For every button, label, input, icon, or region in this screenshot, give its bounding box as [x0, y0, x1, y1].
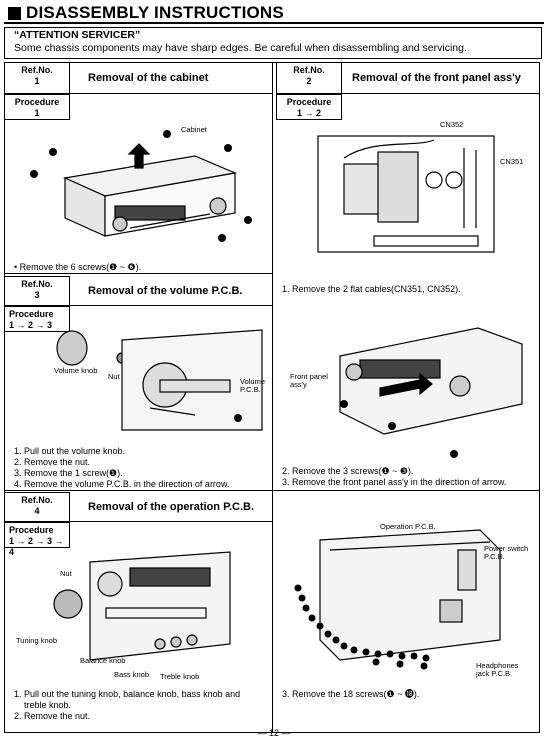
label-balance-knob: Balance knob	[80, 656, 126, 665]
step-text: 2. Remove the 3 screws(❶ ~ ❸).	[282, 466, 414, 476]
ref-box-4: Ref.No. 4	[4, 492, 70, 522]
label-front-panel: Front panel	[290, 372, 328, 381]
section-title-2: Removal of the front panel ass'y	[352, 72, 521, 84]
page-title: DISASSEMBLY INSTRUCTIONS	[26, 3, 284, 22]
procedure-label: Procedure	[9, 309, 54, 319]
label-nut: Nut	[108, 372, 120, 381]
procedure-label: Procedure	[9, 525, 54, 535]
ref-label: Ref.No.	[21, 495, 53, 505]
ref-box-3: Ref.No. 3	[4, 276, 70, 306]
header-square-icon	[8, 6, 21, 20]
procedure-label: Procedure	[286, 97, 332, 107]
row-divider	[4, 273, 272, 274]
volume-pcb-diagram	[56, 329, 263, 431]
operation-knobs-diagram	[53, 551, 231, 661]
procedure-box-1: Procedure 1	[4, 94, 70, 120]
procedure-sequence: 1	[34, 108, 40, 118]
label-nut: Nut	[60, 569, 72, 578]
ref-number: 4	[34, 506, 40, 516]
label-cn351: CN351	[500, 157, 524, 166]
ref-number: 2	[306, 76, 312, 86]
title-underline	[342, 93, 540, 94]
procedure-box-3: Procedure 1 → 2 → 3	[4, 306, 70, 332]
ref-label: Ref.No.	[21, 279, 53, 289]
step-text: 3. Remove the 1 screw(❶).	[14, 468, 123, 478]
cabinet-removal-diagram	[30, 130, 252, 242]
ref-label: Ref.No.	[293, 65, 325, 75]
row-divider	[4, 490, 540, 491]
step-text: • Remove the 6 screws(❶ ~ ❻).	[14, 262, 142, 272]
label-headphones: Headphones	[476, 661, 519, 670]
label-front-panel-2: ass'y	[290, 380, 307, 389]
step-text: 3. Remove the 18 screws(❶ ~ ⓲).	[282, 689, 420, 699]
title-rule	[4, 22, 544, 24]
step-text: 1. Pull out the tuning knob, balance kno…	[14, 689, 241, 699]
procedure-box-4: Procedure 1 → 2 → 3 → 4	[4, 522, 70, 557]
ref-number: 3	[34, 290, 40, 300]
label-treble-knob: Treble knob	[160, 672, 200, 681]
operation-pcb-diagram	[294, 529, 501, 670]
step-text: 1. Remove the 2 flat cables(CN351, CN352…	[282, 284, 461, 294]
page-number: — 12 —	[257, 728, 291, 738]
step-text: treble knob.	[14, 700, 72, 710]
attention-text: Some chassis components may have sharp e…	[14, 42, 467, 54]
label-power-switch: Power switch	[484, 544, 529, 553]
ref-box-2: Ref.No. 2	[276, 62, 342, 94]
label-operation-pcb: Operation P.C.B.	[380, 522, 436, 531]
front-panel-top-diagram	[317, 135, 495, 253]
step-text: 3. Remove the front panel ass'y in the d…	[282, 477, 507, 487]
title-underline	[70, 521, 272, 522]
label-bass-knob: Bass knob	[114, 670, 150, 679]
label-volume-pcb: Volume	[240, 377, 266, 386]
step-text: 2. Remove the nut.	[14, 457, 91, 467]
procedure-sequence: 1 → 2 → 3	[9, 320, 53, 330]
title-underline	[70, 305, 272, 306]
attention-box	[4, 27, 542, 59]
procedure-sequence: 1 → 2 → 3 → 4	[9, 536, 64, 557]
ref-box-1: Ref.No. 1	[4, 62, 70, 94]
ref-number: 1	[34, 76, 40, 86]
step-text: 4. Remove the volume P.C.B. in the direc…	[14, 479, 230, 489]
step-text: 2. Remove the nut.	[14, 711, 91, 721]
label-power-switch-2: P.C.B.	[484, 552, 505, 561]
step-text: 1. Pull out the volume knob.	[14, 446, 126, 456]
label-cn352: CN352	[440, 120, 464, 129]
ref-label: Ref.No.	[21, 65, 53, 75]
section-title-3: Removal of the volume P.C.B.	[88, 285, 243, 297]
label-headphones-2: jack P.C.B.	[476, 669, 513, 678]
label-tuning-knob: Tuning knob	[16, 636, 58, 645]
procedure-label: Procedure	[14, 97, 60, 107]
column-divider	[272, 62, 273, 733]
procedure-sequence: 1 → 2	[296, 108, 321, 118]
section-title-1: Removal of the cabinet	[88, 72, 209, 84]
label-cabinet: Cabinet	[181, 125, 207, 134]
procedure-box-2: Procedure 1 → 2	[276, 94, 342, 120]
page-header: DISASSEMBLY INSTRUCTIONS	[8, 3, 284, 23]
label-volume-knob: Volume knob	[54, 366, 98, 375]
title-underline	[70, 93, 272, 94]
section-title-4: Removal of the operation P.C.B.	[88, 501, 255, 513]
label-volume-pcb-2: P.C.B.	[240, 385, 261, 394]
attention-heading: “ATTENTION SERVICER”	[14, 29, 141, 41]
front-panel-removal-diagram	[339, 327, 523, 458]
